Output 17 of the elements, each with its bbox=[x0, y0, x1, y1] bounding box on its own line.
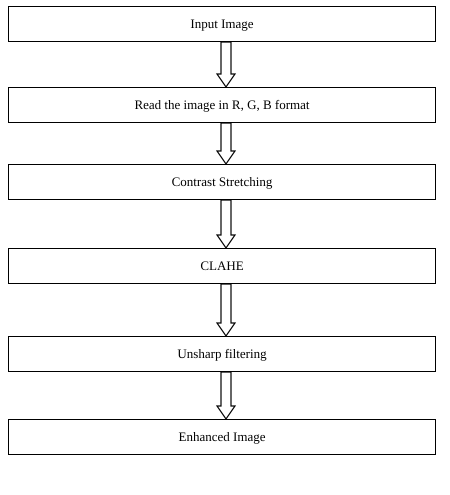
process-label: Unsharp filtering bbox=[177, 346, 267, 362]
process-label: Read the image in R, G, B format bbox=[134, 97, 310, 113]
block-arrow bbox=[216, 199, 236, 250]
block-arrow bbox=[216, 41, 236, 88]
process-box bbox=[8, 336, 436, 372]
process-label: Contrast Stretching bbox=[172, 174, 272, 190]
process-label: Input Image bbox=[190, 16, 254, 32]
process-box bbox=[8, 164, 436, 200]
process-box bbox=[8, 6, 436, 42]
process-box bbox=[8, 248, 436, 284]
process-box bbox=[8, 419, 436, 455]
block-arrow bbox=[216, 283, 236, 338]
process-label: CLAHE bbox=[200, 258, 244, 274]
process-label: Enhanced Image bbox=[178, 429, 266, 445]
block-arrow bbox=[216, 122, 236, 166]
process-box bbox=[8, 87, 436, 123]
block-arrow bbox=[216, 371, 236, 420]
